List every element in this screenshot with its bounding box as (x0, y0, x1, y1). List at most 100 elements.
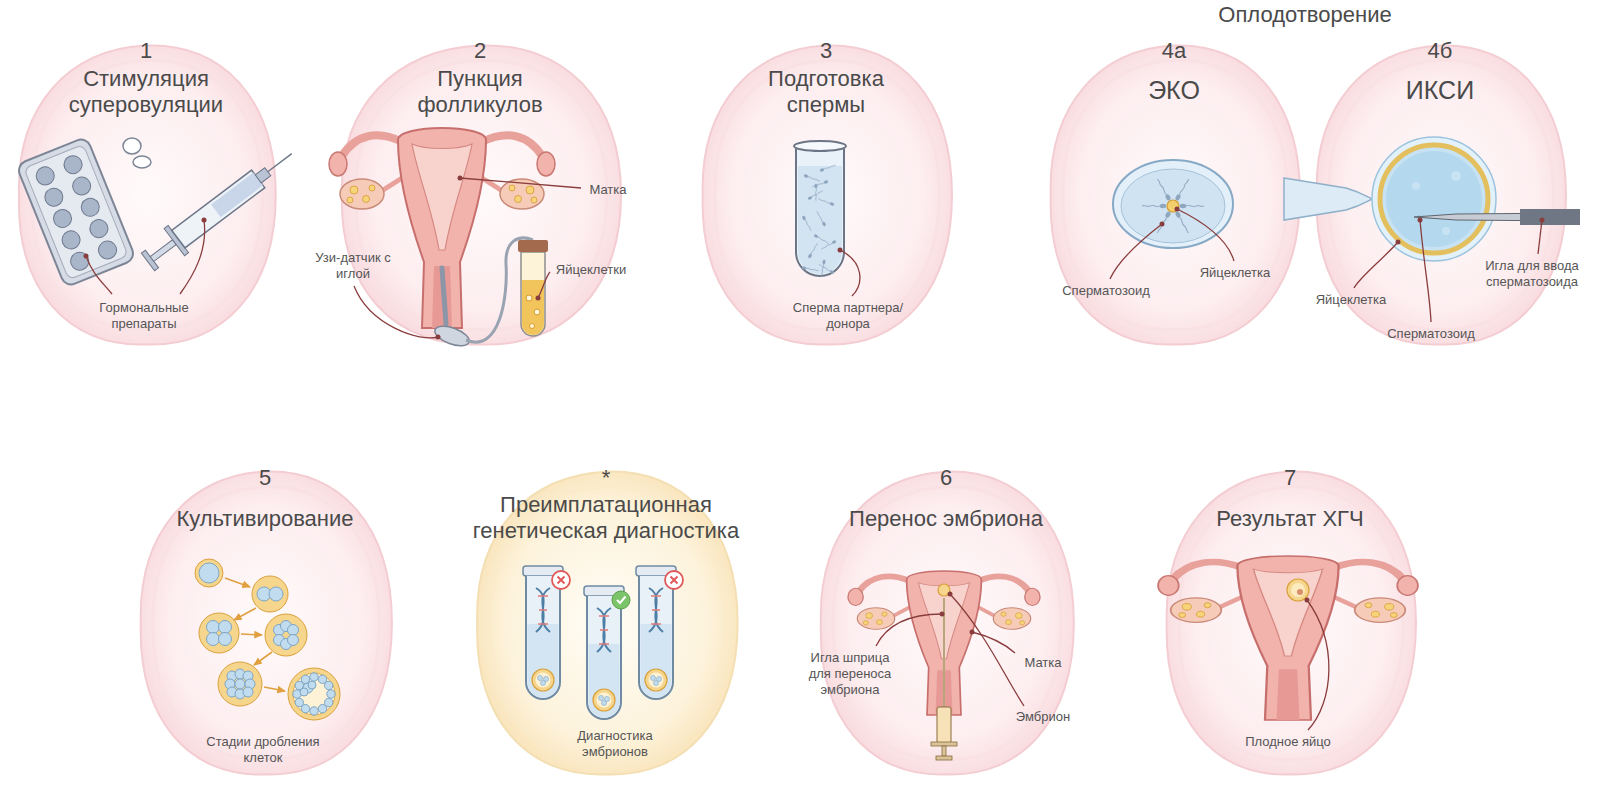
callout-label: Диагностика эмбрионов (560, 728, 670, 760)
illustration-part (218, 662, 262, 706)
illustration-part (310, 707, 318, 715)
illustration-part (255, 168, 271, 183)
callout-label: Стадии дробления клеток (198, 734, 328, 766)
step-blob-outline (19, 45, 276, 344)
callout-label: Матка (1018, 655, 1068, 671)
illustration-part (150, 240, 176, 262)
illustration-part (1520, 209, 1580, 225)
step-circle: 3Подготовка спермыСперма партнера/донора (692, 36, 960, 354)
illustration-part (16, 137, 136, 288)
callout-label: Яйцеклетка (1306, 292, 1396, 308)
illustration-part (803, 174, 820, 183)
illustration-part (268, 154, 292, 172)
illustration-part (59, 228, 82, 251)
step-title: Пункция фолликулов (395, 66, 565, 118)
illustration-part (612, 591, 630, 609)
illustration-part (972, 632, 1015, 653)
illustration-part (211, 173, 263, 218)
illustration-part (521, 252, 545, 336)
illustration-part (354, 286, 438, 338)
step-title: Преимплатационная генетическая диагности… (456, 492, 756, 544)
step-circle: 4бИКСИЯйцеклеткаИгла для ввода сперматоз… (1306, 36, 1574, 354)
illustration-part (1167, 200, 1179, 212)
illustration-part (225, 578, 250, 587)
illustration-part (1451, 171, 1461, 181)
illustration-part (1113, 160, 1233, 248)
illustration-part (61, 153, 84, 176)
callout-label: Яйцеклетки (552, 262, 630, 278)
step-blob-outline (703, 45, 952, 344)
step-circle: 2Пункция фолликуловМаткаУзи-датчик с игл… (330, 36, 630, 354)
step-circle: 1Стимуляция суперовуляцииГормональные пр… (8, 36, 284, 354)
step-circle: 5КультивированиеСтадии дробления клеток (130, 462, 400, 784)
step-number: 3 (692, 38, 960, 64)
illustration-part (325, 681, 333, 689)
illustration-part (442, 268, 446, 324)
illustration-part (1420, 220, 1431, 322)
illustration-part (1287, 579, 1309, 601)
illustration-part (310, 673, 318, 681)
illustration-part (1284, 178, 1372, 220)
illustration-part (808, 242, 819, 258)
illustration-part (1156, 178, 1172, 201)
illustration-part (802, 215, 813, 231)
illustration-part (264, 687, 285, 691)
illustration-part (207, 621, 220, 634)
illustration-part (518, 240, 548, 252)
step-blob-outline (1051, 45, 1300, 344)
illustration-part (288, 625, 299, 636)
illustration-part (617, 597, 626, 604)
illustration-part (138, 140, 302, 275)
illustration-part (199, 613, 239, 653)
step-blob-ring (715, 60, 939, 329)
illustration-part (612, 591, 630, 609)
illustration-part (813, 234, 829, 245)
illustration-part (1442, 227, 1450, 235)
callout-label: Игла для ввода сперматозоида (1482, 258, 1582, 290)
illustration-part (1291, 583, 1305, 597)
illustration-part (818, 263, 834, 274)
step-blob-outline (821, 472, 1074, 775)
illustration-part (16, 137, 136, 288)
step-title: Культивирование (140, 506, 390, 532)
illustration-part (1307, 600, 1329, 730)
illustration-part (1142, 204, 1166, 208)
callout-label: Плодное яйцо (1226, 734, 1350, 750)
illustration-part (87, 217, 110, 240)
illustration-part (327, 690, 335, 698)
illustration-part (950, 594, 1024, 706)
illustration-part (1297, 589, 1303, 595)
step-number: 1 (8, 38, 284, 64)
illustration-part (798, 166, 842, 274)
illustration-part (51, 207, 74, 230)
illustration-part (1110, 224, 1162, 279)
step-number: 4а (1040, 38, 1308, 64)
illustration-part (86, 256, 112, 294)
illustration-part (235, 679, 245, 689)
step-number: 5 (130, 465, 400, 491)
step-title: Результат ХГЧ (1165, 506, 1415, 532)
illustration-part (1386, 151, 1482, 247)
illustration-part (1158, 556, 1418, 720)
illustration-part (665, 571, 683, 589)
illustration-part (1412, 182, 1420, 190)
illustration-part (180, 220, 205, 294)
illustration-part (942, 746, 946, 756)
illustration-part (288, 668, 340, 720)
illustration-part (293, 673, 335, 715)
illustration-part (207, 633, 220, 646)
illustration-part (814, 184, 817, 201)
step-number: 4б (1306, 38, 1574, 64)
illustration-part (840, 250, 860, 296)
illustration-part (219, 633, 232, 646)
illustration-part (1177, 209, 1234, 261)
illustration-part (288, 668, 340, 720)
illustration-part (308, 681, 316, 689)
illustration-part (133, 156, 151, 168)
illustration-part (34, 164, 57, 187)
illustration-part (199, 563, 219, 583)
illustration-part (318, 705, 326, 713)
illustration-part (301, 675, 309, 683)
illustration-part (172, 170, 265, 248)
callout-label: Сперматозоид (1056, 283, 1156, 299)
